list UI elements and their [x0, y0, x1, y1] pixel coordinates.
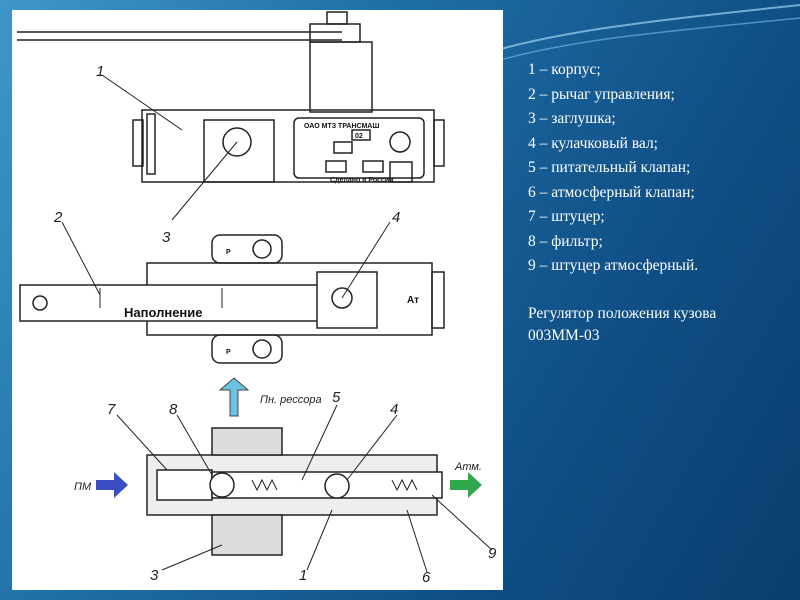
nameplate-made-in: Сделано в России: [330, 177, 394, 184]
up-arrow-icon: [218, 377, 250, 417]
caption: Регулятор положения кузова 003ММ-03: [528, 303, 716, 347]
nameplate-maker: ОАО МТЗ ТРАНСМАШ: [304, 123, 379, 130]
label-3-section: 3: [150, 567, 159, 584]
section-view: Пн. рессора ПМ Атм. 7 8 5 4 3 1 6 9: [74, 377, 497, 586]
label-1-section: 1: [299, 567, 307, 584]
label-at: Ат: [407, 295, 419, 306]
legend-item: 1 – корпус;: [528, 61, 601, 78]
inlet-arrow-icon: [96, 472, 128, 498]
decorative-wave: [480, 4, 800, 60]
label-fill: Наполнение: [124, 305, 203, 320]
label-p-top: Р: [226, 249, 231, 256]
legend-item: 6 – атмосферный клапан;: [528, 183, 695, 201]
label-8: 8: [169, 401, 178, 418]
label-pm: ПМ: [74, 481, 92, 493]
label-2: 2: [53, 209, 63, 226]
label-6: 6: [422, 569, 431, 586]
legend-item: 2 – рычаг управления;: [528, 85, 675, 103]
label-4-section: 4: [390, 401, 398, 418]
label-spring: Пн. рессора: [260, 394, 322, 406]
middle-view: Р Р Наполнение Ат 2 4: [19, 209, 445, 364]
top-view: ОАО МТЗ ТРАНСМАШ 02 Сделано в России 1 3: [17, 11, 445, 246]
caption-model: 003ММ-03: [528, 326, 600, 344]
label-4-middle: 4: [392, 209, 400, 226]
nameplate-code: 02: [355, 133, 363, 140]
label-7: 7: [107, 401, 116, 418]
label-1-top: 1: [96, 63, 104, 80]
outlet-arrow-icon: [450, 472, 482, 498]
caption-title: Регулятор положения кузова: [528, 304, 717, 322]
label-5: 5: [332, 389, 341, 406]
legend-item: 9 – штуцер атмосферный.: [528, 257, 699, 274]
legend-item: 4 – кулачковый вал;: [528, 134, 658, 152]
label-atm: Атм.: [454, 461, 482, 473]
legend-item: 5 – питательный клапан;: [528, 159, 691, 176]
legend-item: 3 – заглушка;: [528, 110, 616, 127]
label-9: 9: [488, 545, 497, 562]
label-3-top: 3: [162, 229, 171, 246]
legend-item: 7 – штуцер;: [528, 208, 605, 225]
technical-drawing-panel: ОАО МТЗ ТРАНСМАШ 02 Сделано в России 1 3…: [12, 10, 503, 590]
regulator-drawing: ОАО МТЗ ТРАНСМАШ 02 Сделано в России 1 3…: [17, 11, 497, 586]
legend-item: 8 – фильтр;: [528, 232, 603, 250]
label-p-bottom: Р: [226, 349, 231, 356]
parts-legend: 1 – корпус; 2 – рычаг управления; 3 – за…: [528, 58, 716, 347]
